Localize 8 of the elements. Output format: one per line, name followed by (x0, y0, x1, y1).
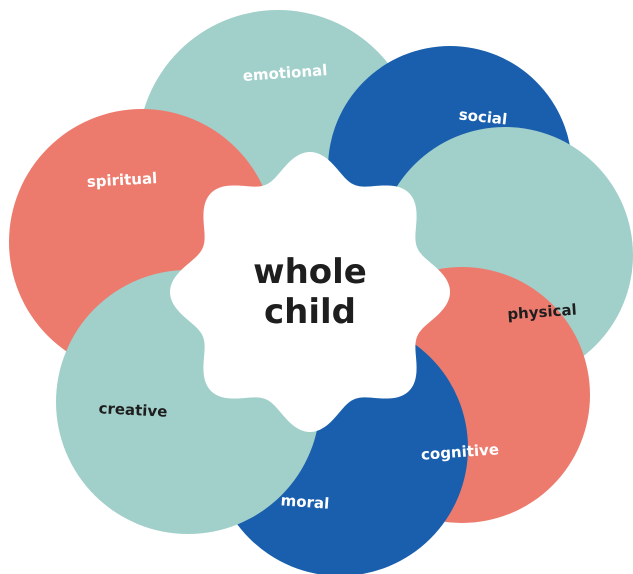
petal-label: emotional (242, 61, 328, 85)
petal-label: cognitive (420, 440, 500, 464)
center-title: whole child (235, 252, 385, 332)
petal-label: moral (280, 491, 330, 513)
petal-label: physical (506, 300, 578, 324)
petal-label: spiritual (86, 169, 158, 191)
petal-label: social (458, 106, 508, 128)
petal-label: creative (98, 399, 168, 421)
